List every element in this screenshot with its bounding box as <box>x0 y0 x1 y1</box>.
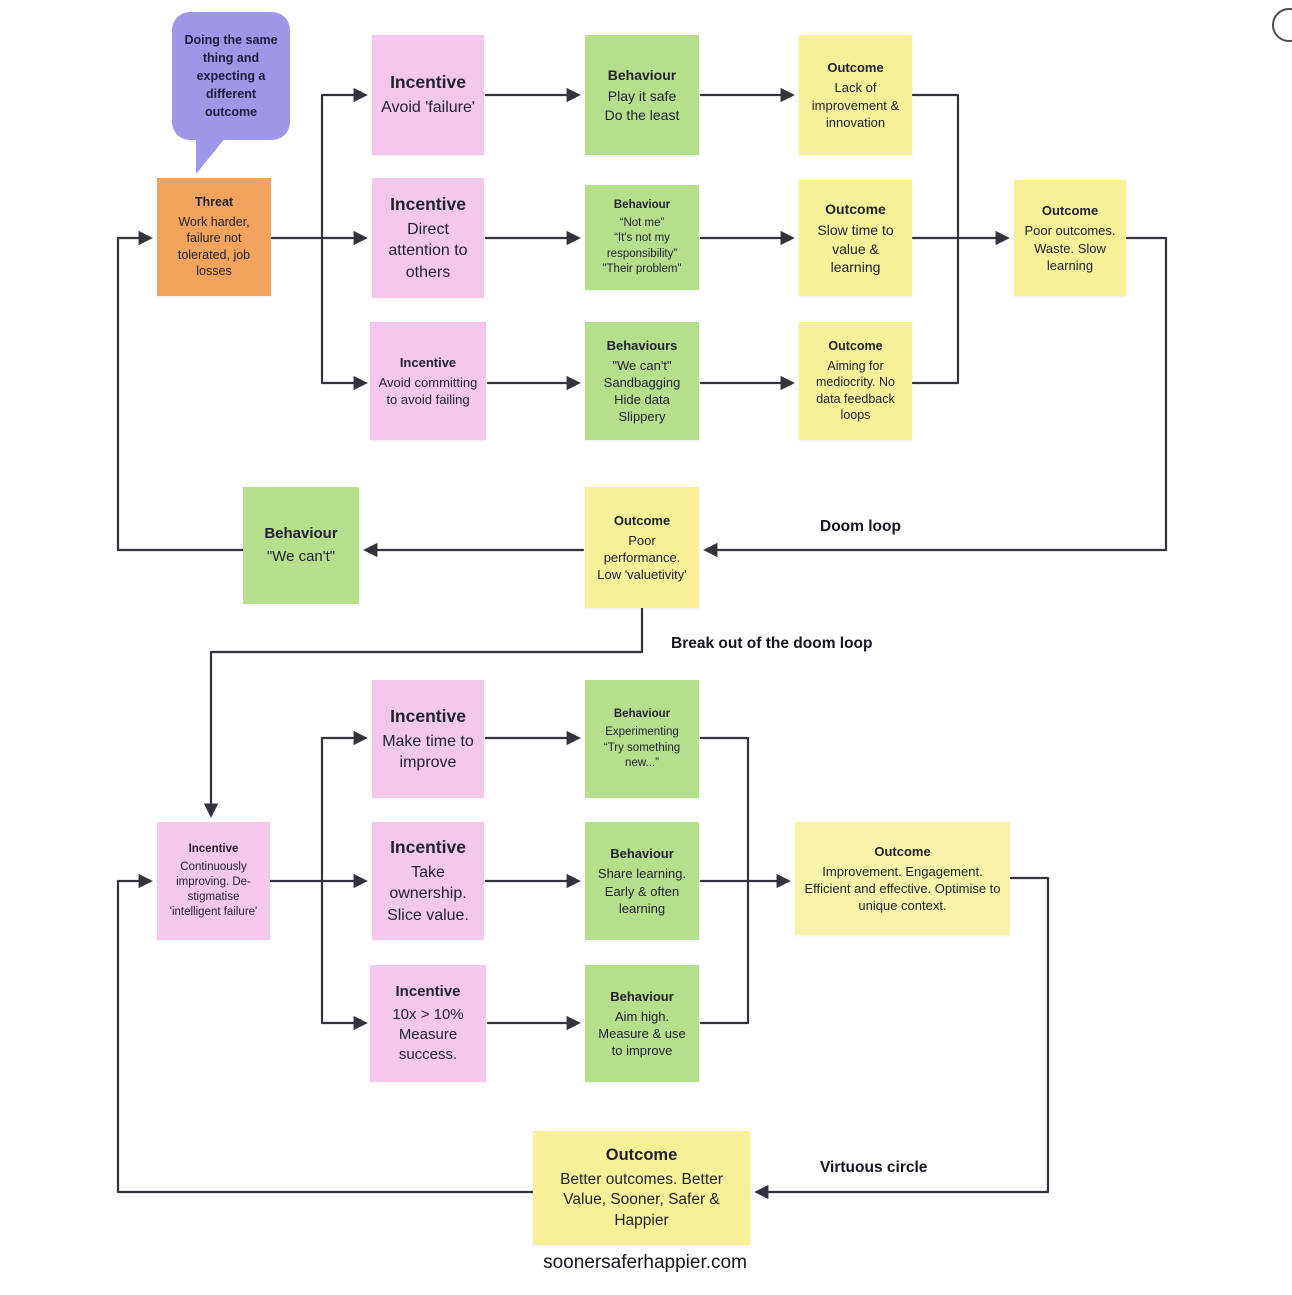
note-body: Take ownership. Slice value. <box>387 864 469 924</box>
note-body: Make time to improve <box>382 732 474 772</box>
connector-outcome1-merge <box>911 93 960 240</box>
note-incentive-10x: Incentive 10x > 10% Measure success. <box>370 965 486 1082</box>
note-incentive-take-ownership: Incentive Take ownership. Slice value. <box>372 822 484 940</box>
note-behaviour-play-it-safe: Behaviour Play it safe Do the least <box>585 35 699 155</box>
note-behaviour-we-cant: Behaviour "We can't" <box>243 487 359 604</box>
note-incentive-direct-attention: Incentive Direct attention to others <box>372 178 484 298</box>
note-incentive-avoid-failure: Incentive Avoid 'failure' <box>372 35 484 155</box>
note-body: "We can't" <box>266 548 336 565</box>
note-title: Outcome <box>828 339 883 354</box>
note-title: Incentive <box>390 705 466 726</box>
note-body: Direct attention to others <box>388 221 468 281</box>
note-outcome-lack-of-improvement: Outcome Lack of improvement & innovation <box>799 35 912 155</box>
note-body: Continuously improving. De-stigmatise 'i… <box>169 860 258 919</box>
note-body: Poor outcomes. Waste. Slow learning <box>1024 223 1116 273</box>
note-body: 10x > 10% Measure success. <box>392 1006 464 1063</box>
note-title: Incentive <box>390 837 466 858</box>
note-title: Outcome <box>605 1145 678 1164</box>
note-behaviour-aim-high: Behaviour Aim high. Measure & use to imp… <box>585 965 699 1082</box>
connector-outcome3-merge <box>911 236 960 385</box>
note-body: "We can't" Sandbagging Hide data Slipper… <box>603 357 681 425</box>
note-body: Poor performance. Low 'valuetivity' <box>597 532 687 583</box>
connector-aim-high-merge <box>699 879 750 1025</box>
note-outcome-slow-time-to-value: Outcome Slow time to value & learning <box>799 180 912 296</box>
speech-bubble-text: Doing the same thing and expecting a dif… <box>184 32 278 120</box>
arrow-doom-loop <box>703 236 1168 558</box>
note-body: Avoid 'failure' <box>381 99 475 117</box>
virtuous-circle-label: Virtuous circle <box>820 1159 928 1176</box>
note-title: Incentive <box>395 983 461 1001</box>
note-title: Outcome <box>874 843 931 859</box>
note-outcome-better-outcomes: Outcome Better outcomes. Better Value, S… <box>533 1131 750 1245</box>
note-title: Incentive <box>399 354 457 370</box>
arrow-virtuous-circle <box>754 876 1050 1200</box>
note-incentive-avoid-committing: Incentive Avoid committing to avoid fail… <box>370 322 486 440</box>
note-body: Aiming for mediocrity. No data feedback … <box>816 358 895 423</box>
note-body: Better outcomes. Better Value, Sooner, S… <box>560 1170 723 1229</box>
note-incentive-make-time: Incentive Make time to improve <box>372 680 484 798</box>
doom-loop-label: Doom loop <box>820 518 901 535</box>
note-title: Outcome <box>1041 203 1099 219</box>
footer-url: soonersaferhappier.com <box>543 1252 747 1273</box>
note-title: Behaviour <box>613 199 671 212</box>
note-behaviours-we-cant: Behaviours "We can't" Sandbagging Hide d… <box>585 322 699 440</box>
arrow-continuously-branch-down <box>320 879 368 1031</box>
note-title: Incentive <box>188 842 239 855</box>
note-title: Outcome <box>613 512 671 528</box>
speech-bubble: Doing the same thing and expecting a dif… <box>172 12 290 140</box>
note-title: Outcome <box>827 60 884 76</box>
note-behaviour-not-me: Behaviour “Not me” “It's not my responsi… <box>585 185 699 290</box>
note-body: Experimenting “Try something new...” <box>603 726 681 769</box>
note-title: Behaviour <box>610 988 674 1004</box>
arrow-threat-branch-up <box>320 87 368 240</box>
arrow-break-out-of-doom-loop <box>203 606 644 818</box>
note-title: Incentive <box>390 194 466 215</box>
break-out-label: Break out of the doom loop <box>671 635 873 652</box>
note-body: Share learning. Early & often learning <box>597 866 687 916</box>
note-body: Work harder, failure not tolerated, job … <box>177 214 251 279</box>
speech-bubble-tail <box>196 137 226 174</box>
note-title: Behaviours <box>606 337 678 353</box>
arrow-better-to-continuously <box>116 873 535 1194</box>
arrow-threat-branch-down <box>320 236 368 391</box>
note-behaviour-share-learning: Behaviour Share learning. Early & often … <box>585 822 699 940</box>
arrow-continuously-branch-up <box>320 730 368 883</box>
note-body: Lack of improvement & innovation <box>811 80 900 130</box>
arrow-we-cant-to-threat <box>116 230 245 552</box>
note-outcome-poor-outcomes: Outcome Poor outcomes. Waste. Slow learn… <box>1014 180 1126 296</box>
note-body: “Not me” “It's not my responsibility” "T… <box>602 217 682 275</box>
note-title: Behaviour <box>613 708 671 721</box>
note-outcome-improvement-engagement: Outcome Improvement. Engagement. Efficie… <box>795 822 1010 935</box>
note-body: Play it safe Do the least <box>604 88 680 123</box>
connector-experimenting-merge <box>699 736 750 883</box>
note-outcome-aiming-for-mediocrity: Outcome Aiming for mediocrity. No data f… <box>799 322 912 440</box>
note-title: Incentive <box>390 72 466 93</box>
note-body: Aim high. Measure & use to improve <box>598 1008 686 1059</box>
note-behaviour-experimenting: Behaviour Experimenting “Try something n… <box>585 680 699 798</box>
note-outcome-poor-performance: Outcome Poor performance. Low 'valuetivi… <box>585 487 699 608</box>
note-title: Outcome <box>825 200 886 217</box>
note-threat: Threat Work harder, failure not tolerate… <box>157 178 271 296</box>
note-title: Behaviour <box>264 525 338 543</box>
note-body: Slow time to value & learning <box>817 222 894 275</box>
note-title: Threat <box>194 195 234 210</box>
note-title: Behaviour <box>610 846 674 862</box>
note-title: Behaviour <box>607 66 677 83</box>
note-body: Improvement. Engagement. Efficient and e… <box>804 863 1001 914</box>
note-body: Avoid committing to avoid failing <box>378 374 478 408</box>
note-incentive-continuously-improving: Incentive Continuously improving. De-sti… <box>157 822 270 940</box>
